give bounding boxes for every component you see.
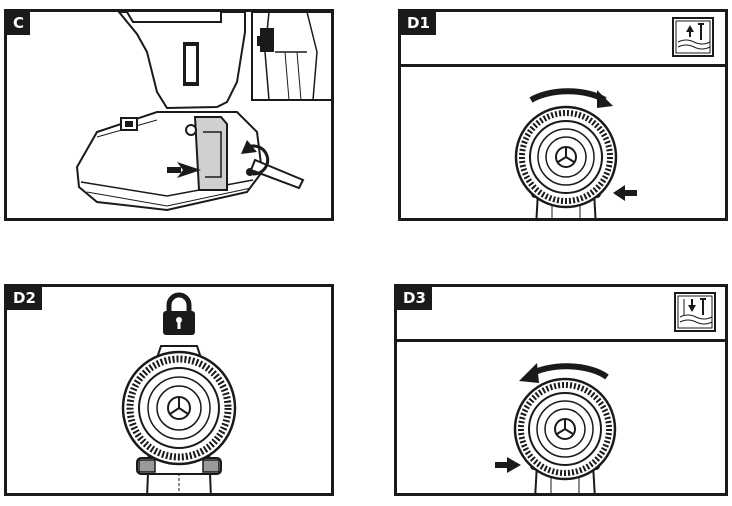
battery-clip-illustration: [75, 12, 331, 212]
push-right-arrow-icon: [495, 457, 521, 473]
panel-c: C: [4, 9, 334, 221]
direction-selector-right: [202, 459, 220, 473]
drill-bit-down-icon: [674, 292, 716, 332]
belt-clip: [193, 116, 228, 191]
screwdriver: [249, 158, 305, 190]
panel-d1: D1: [398, 9, 728, 221]
panel-d2-label: D2: [7, 287, 42, 310]
panel-c-label: C: [7, 12, 31, 35]
direction-selector-left: [138, 459, 156, 473]
drill-handle: [117, 12, 246, 110]
insert-arrow-icon: [177, 162, 201, 178]
panel-d1-label: D1: [401, 12, 436, 35]
panel-d3-label: D3: [397, 287, 432, 310]
panel-d3: D3: [394, 284, 728, 496]
drill-bit-up-icon: [672, 17, 714, 57]
inset-belt-view: [251, 12, 331, 101]
rotate-clockwise-icon: [529, 88, 607, 103]
d2-lock-illustration: [121, 292, 237, 493]
header-divider: [397, 339, 725, 342]
header-divider: [401, 64, 725, 67]
padlock-icon: [163, 292, 195, 335]
push-left-arrow-icon: [613, 185, 637, 201]
d3-clutch-illustration: [495, 292, 716, 493]
rotate-counter-clockwise-icon: [527, 363, 609, 380]
d1-clutch-illustration: [514, 17, 714, 218]
panel-d2: D2: [4, 284, 334, 496]
